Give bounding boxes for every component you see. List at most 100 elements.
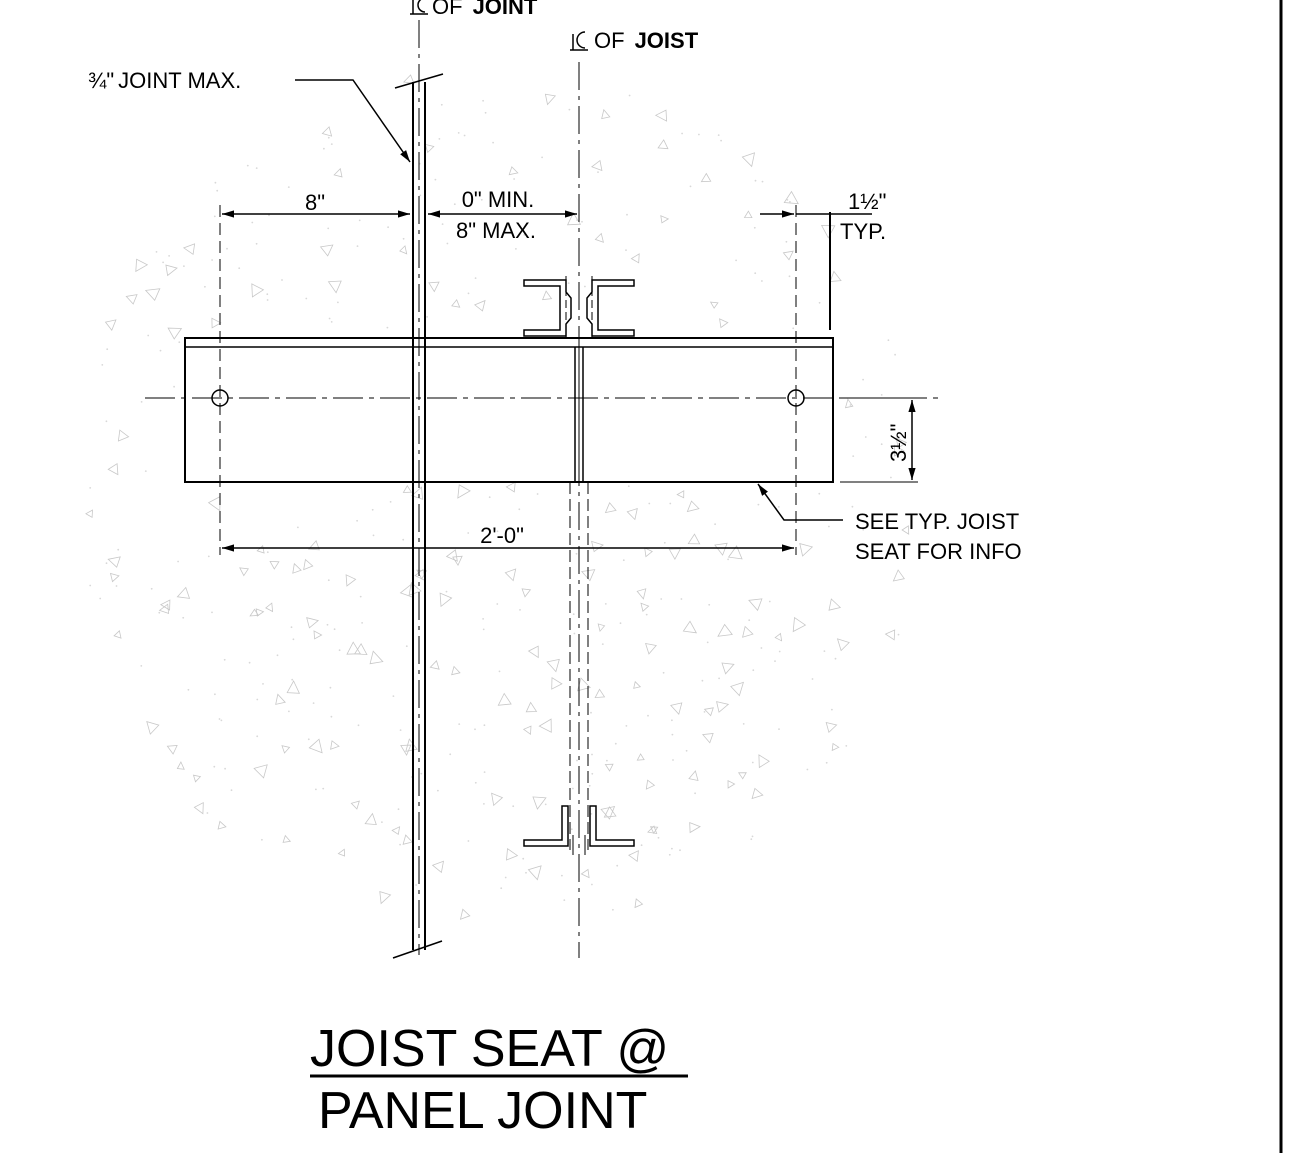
aggregate-dot: [880, 394, 883, 396]
aggregate-dot: [754, 179, 757, 182]
aggregate-dot: [576, 759, 578, 762]
aggregate-dot: [500, 887, 503, 890]
aggregate-mark: [544, 93, 557, 106]
aggregate-dot: [572, 787, 574, 790]
aggregate-dot: [224, 767, 227, 770]
aggregate-mark: [714, 542, 728, 556]
aggregate-dot: [467, 532, 470, 534]
aggregate-dot: [392, 695, 395, 697]
aggregate-dot: [601, 643, 604, 645]
aggregate-dot: [496, 530, 499, 533]
aggregate-dot: [467, 840, 470, 842]
aggregate-mark: [474, 299, 486, 312]
aggregate-dot: [356, 245, 359, 248]
aggregate-dot: [230, 789, 233, 792]
aggregate-mark: [350, 800, 360, 810]
aggregate-dot: [399, 729, 402, 731]
aggregate-mark: [594, 232, 604, 243]
aggregate-dot: [251, 221, 254, 224]
panel-joint: [392, 73, 444, 959]
aggregate-mark: [109, 572, 120, 583]
aggregate-mark: [660, 215, 670, 224]
aggregate-dot: [483, 724, 486, 727]
aggregate-mark: [107, 556, 121, 568]
aggregate-dot: [567, 282, 570, 284]
aggregate-dot: [575, 552, 578, 555]
aggregate-dot: [213, 765, 216, 768]
aggregate-mark: [774, 632, 783, 642]
aggregate-dot: [183, 265, 185, 267]
joist-top-chord: [523, 279, 635, 337]
aggregate-dot: [397, 808, 400, 811]
aggregate-dot: [519, 609, 521, 611]
aggregate-dot: [752, 669, 755, 672]
aggregate-dot: [327, 579, 330, 582]
aggregate-dot: [204, 285, 206, 288]
dim-min-label: 0" MIN.: [462, 187, 535, 212]
centerline-symbol-joint: [410, 0, 428, 15]
aggregate-mark: [654, 109, 668, 122]
aggregate-dot: [825, 761, 828, 764]
aggregate-mark: [282, 834, 292, 843]
aggregate-mark: [670, 702, 683, 716]
aggregate-mark: [193, 802, 204, 815]
aggregate-mark: [303, 558, 314, 571]
aggregate-dot: [248, 661, 251, 664]
aggregate-dot: [701, 679, 704, 682]
aggregate-dot: [849, 404, 852, 406]
aggregate-dot: [496, 603, 499, 605]
aggregate-mark: [700, 172, 712, 183]
aggregate-mark: [399, 583, 414, 598]
aggregate-mark: [265, 602, 274, 613]
aggregate-dot: [718, 677, 720, 680]
aggregate-dot: [150, 587, 153, 590]
dim-3half-label: 3½": [886, 424, 911, 462]
aggregate-dot: [173, 385, 176, 388]
aggregate-mark: [783, 190, 799, 205]
aggregate-dot: [606, 759, 608, 762]
aggregate-mark: [144, 288, 161, 302]
aggregate-dot: [361, 622, 363, 624]
aggregate-dot: [226, 247, 228, 250]
aggregate-mark: [538, 718, 552, 733]
aggregate-mark: [644, 547, 653, 558]
aggregate-mark: [742, 625, 754, 638]
aggregate-dot: [483, 771, 486, 773]
aggregate-mark: [901, 525, 910, 535]
aggregate-dot: [474, 781, 477, 784]
aggregate-dot: [266, 293, 269, 296]
aggregate-dot: [720, 139, 722, 142]
aggregate-dot: [440, 103, 443, 106]
aggregate-dot: [584, 285, 586, 288]
aggregate-dot: [101, 364, 104, 366]
aggregate-dot: [338, 649, 341, 652]
aggregate-mark: [158, 603, 170, 614]
aggregate-dot: [106, 348, 109, 351]
aggregate-dot: [768, 600, 771, 603]
aggregate-dot: [751, 835, 754, 838]
aggregate-mark: [633, 680, 642, 689]
aggregate-dot: [177, 560, 180, 563]
aggregate-dot: [714, 523, 716, 526]
aggregate-mark: [686, 500, 700, 513]
aggregate-mark: [167, 327, 183, 340]
aggregate-dot: [663, 541, 666, 544]
aggregate-dot: [483, 803, 485, 805]
aggregate-mark: [836, 638, 850, 652]
aggregate-dot: [463, 134, 466, 137]
aggregate-mark: [597, 623, 606, 633]
aggregate-dot: [419, 194, 422, 197]
aggregate-dot: [570, 828, 573, 831]
aggregate-dot: [622, 559, 625, 562]
aggregate-dot: [115, 585, 118, 587]
aggregate-dot: [206, 812, 209, 814]
aggregate-dot: [405, 645, 408, 648]
aggregate-mark: [541, 290, 553, 301]
aggregate-mark: [402, 834, 413, 845]
aggregate-mark: [893, 444, 905, 457]
aggregate-dot: [484, 111, 487, 114]
aggregate-dot: [371, 508, 374, 511]
aggregate-mark: [668, 548, 682, 561]
aggregate-dot: [625, 249, 627, 252]
